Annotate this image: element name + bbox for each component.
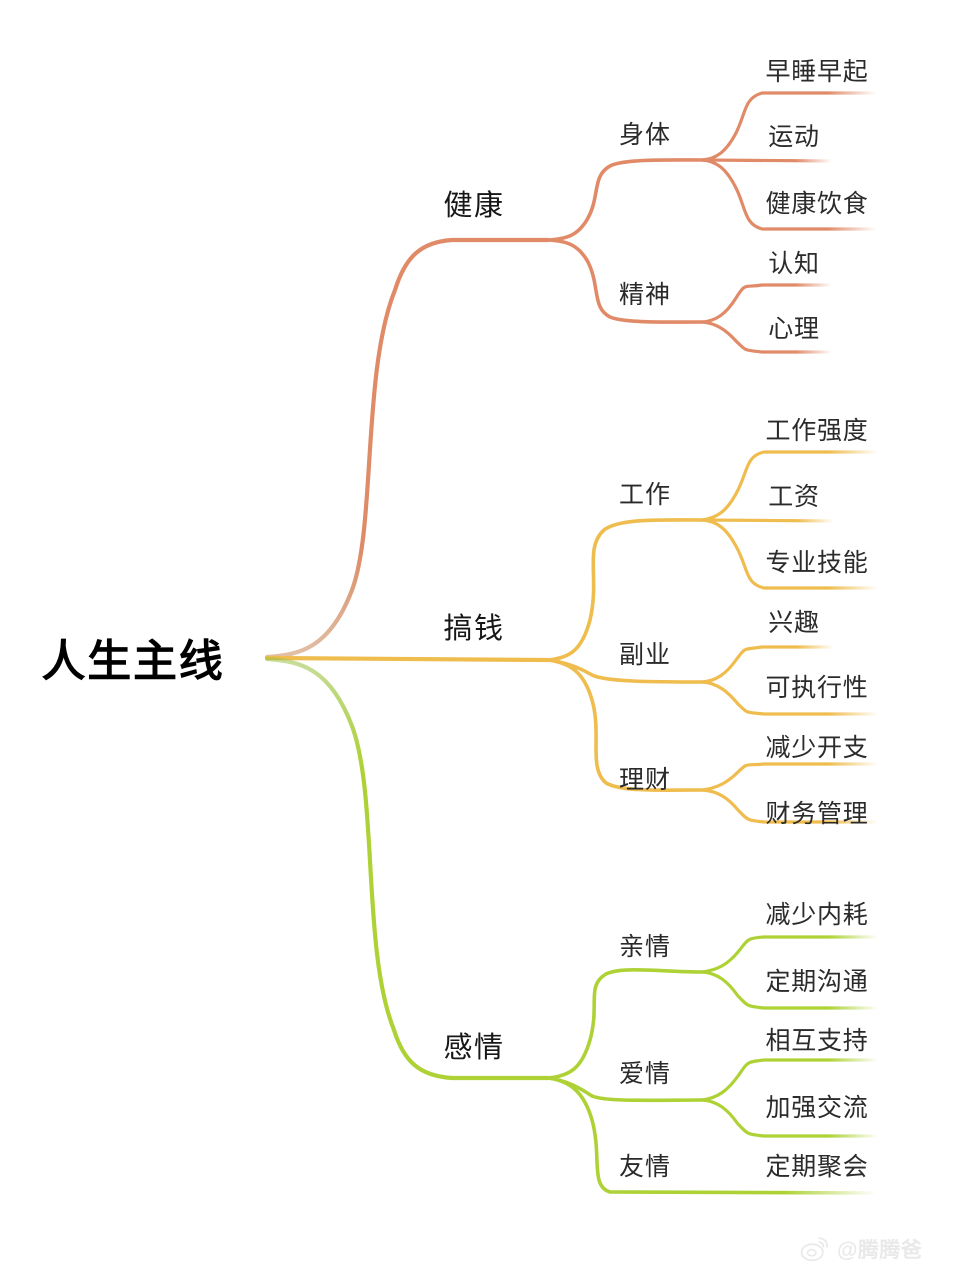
link-finance-reduce bbox=[700, 762, 880, 792]
leaf-label-professional-skills[interactable]: 专业技能 bbox=[765, 549, 869, 577]
branch-label-money[interactable]: 搞钱 bbox=[443, 613, 505, 645]
leaf-label-reduce-internal-drain[interactable]: 减少内耗 bbox=[765, 901, 869, 929]
weibo-logo-icon bbox=[800, 1236, 830, 1262]
leaf-label-salary[interactable]: 工资 bbox=[768, 483, 820, 511]
link-body-exercise bbox=[700, 158, 834, 163]
link-health-body bbox=[546, 158, 704, 242]
branch-label-relationship[interactable]: 感情 bbox=[443, 1032, 505, 1064]
node-label-finance[interactable]: 理财 bbox=[618, 766, 672, 794]
leaf-label-exercise[interactable]: 运动 bbox=[768, 123, 820, 151]
trunk-health bbox=[264, 237, 551, 660]
root-node-label[interactable]: 人生主线 bbox=[41, 637, 225, 686]
leaf-label-regular-communication[interactable]: 定期沟通 bbox=[765, 968, 869, 996]
leaf-label-psychology[interactable]: 心理 bbox=[768, 315, 820, 343]
leaf-label-mutual-support[interactable]: 相互支持 bbox=[765, 1027, 869, 1055]
node-label-spirit[interactable]: 精神 bbox=[618, 281, 672, 309]
branch-label-health[interactable]: 健康 bbox=[443, 190, 505, 222]
node-label-body[interactable]: 身体 bbox=[618, 121, 672, 149]
node-label-family[interactable]: 亲情 bbox=[618, 933, 672, 961]
leaf-label-cognition[interactable]: 认知 bbox=[768, 250, 820, 278]
watermark: @腾腾爸 bbox=[800, 1234, 922, 1264]
node-label-side-hustle[interactable]: 副业 bbox=[618, 641, 672, 669]
trunk-money bbox=[264, 655, 551, 663]
link-job-salary bbox=[700, 518, 836, 523]
leaf-label-regular-gathering[interactable]: 定期聚会 bbox=[765, 1153, 869, 1181]
trunk-relationship bbox=[264, 656, 551, 1081]
watermark-handle: @腾腾爸 bbox=[837, 1239, 923, 1262]
leaf-label-early-sleep[interactable]: 早睡早起 bbox=[765, 58, 869, 86]
leaf-label-work-intensity[interactable]: 工作强度 bbox=[765, 417, 869, 445]
node-label-love[interactable]: 爱情 bbox=[618, 1060, 672, 1088]
leaf-label-reduce-expenses[interactable]: 减少开支 bbox=[765, 734, 869, 762]
leaf-label-feasibility[interactable]: 可执行性 bbox=[765, 674, 869, 702]
node-label-friendship[interactable]: 友情 bbox=[618, 1153, 672, 1181]
leaf-label-interest[interactable]: 兴趣 bbox=[768, 609, 820, 637]
node-label-job[interactable]: 工作 bbox=[618, 481, 672, 509]
leaf-label-financial-management[interactable]: 财务管理 bbox=[765, 800, 869, 828]
leaf-label-healthy-diet[interactable]: 健康饮食 bbox=[765, 190, 869, 218]
leaf-label-strengthen-exchange[interactable]: 加强交流 bbox=[765, 1094, 869, 1122]
